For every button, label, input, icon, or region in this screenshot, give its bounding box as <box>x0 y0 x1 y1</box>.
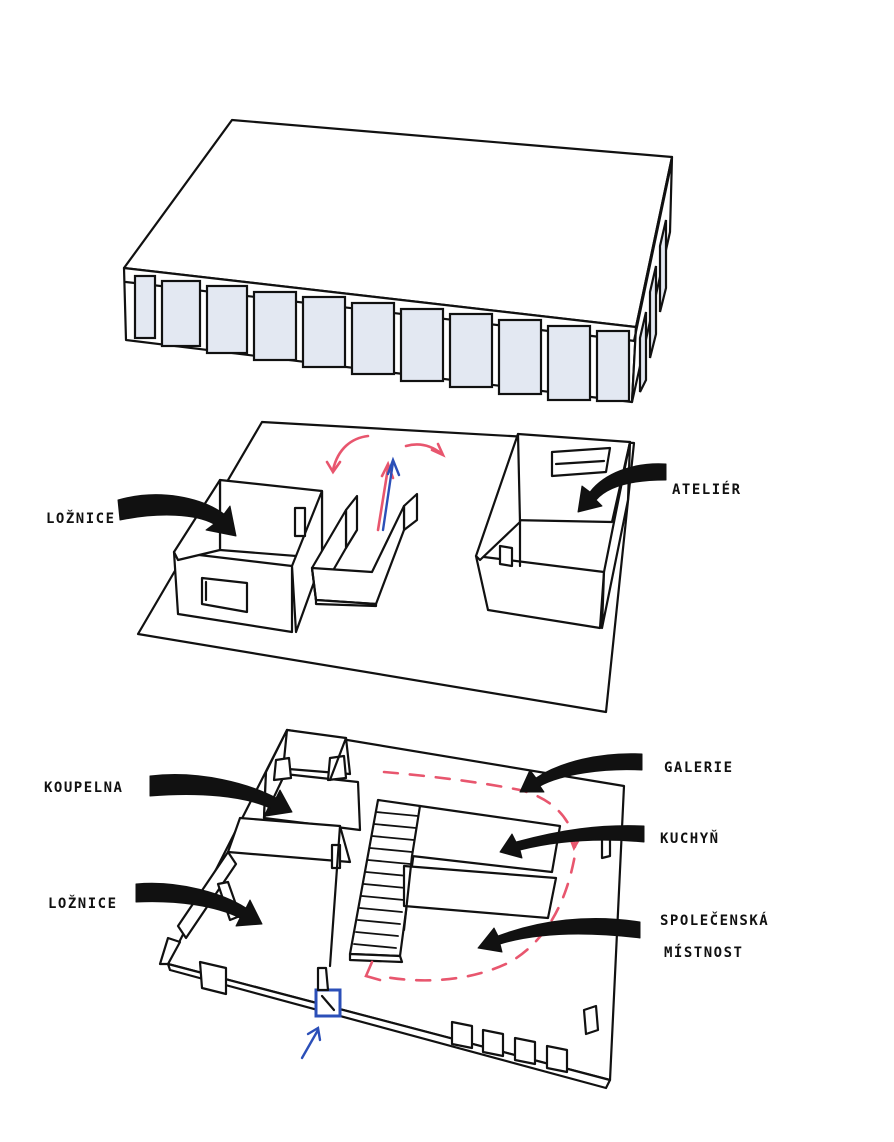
arrow-ground-bedroom <box>135 882 263 927</box>
label-loznice-ground: LOŽNICE <box>48 895 118 912</box>
roof-level <box>122 118 674 404</box>
front-window-2 <box>481 1028 505 1058</box>
label-mistnost: MÍSTNOST <box>664 944 743 961</box>
arrow-galerie <box>519 753 643 793</box>
ground-floor-level <box>158 728 626 1090</box>
arrow-koupelna <box>149 774 293 817</box>
ground-back-rooms <box>262 728 362 832</box>
front-glazing <box>133 274 631 403</box>
ground-front-openings <box>198 834 612 1074</box>
front-window-1 <box>450 1020 474 1050</box>
arrow-spolecenska <box>477 917 641 953</box>
ground-kitchen-walls <box>402 804 562 932</box>
front-window-4 <box>545 1044 569 1074</box>
upper-circulation-arrows <box>325 434 446 532</box>
label-kuchyn: KUCHYŇ <box>660 830 720 847</box>
upper-bedroom-volume <box>172 478 324 634</box>
arrow-upper-bedroom <box>117 494 237 537</box>
upper-atelier-volume <box>474 432 632 630</box>
arrow-atelier <box>577 463 667 513</box>
upper-gallery-corridor <box>310 492 419 608</box>
side-window <box>582 1004 600 1036</box>
label-koupelna: KOUPELNA <box>44 780 123 796</box>
label-atelier: ATELIÉR <box>672 481 742 498</box>
roof-slab-edge-side <box>632 168 672 343</box>
stair <box>348 798 422 964</box>
back-room-window <box>272 756 293 782</box>
front-window-3 <box>513 1036 537 1066</box>
label-galerie: GALERIE <box>664 760 734 776</box>
entrance-door <box>314 988 342 1018</box>
upper-floor-level <box>136 420 636 714</box>
upper-bedroom-door <box>293 506 307 538</box>
label-spolecenska: SPOLEČENSKÁ <box>660 911 769 929</box>
room-labels: LOŽNICE ATELIÉR KOUPELNA GALERIE KUCHYŇ … <box>44 481 769 961</box>
label-loznice-upper: LOŽNICE <box>46 510 116 527</box>
pointer-arrows <box>117 463 667 953</box>
side-glazing <box>638 219 668 393</box>
front-window-left <box>198 960 228 996</box>
atelier-door <box>498 544 514 568</box>
upper-bedroom-window <box>200 576 249 614</box>
arrow-kuchyn <box>499 825 645 859</box>
